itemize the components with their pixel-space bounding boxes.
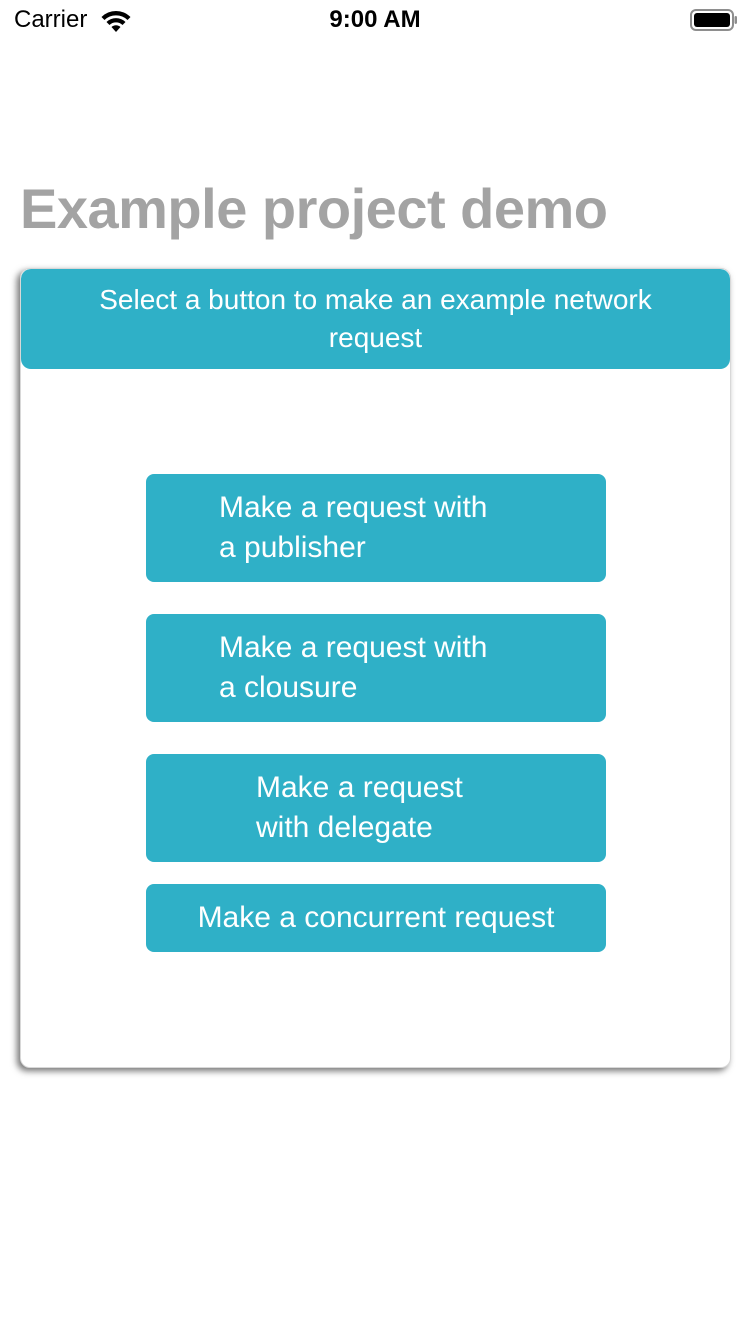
publisher-request-button[interactable]: Make a request with a publisher — [146, 474, 606, 582]
delegate-request-button-label: Make a request with delegate — [256, 771, 463, 844]
battery-icon — [690, 9, 737, 31]
wifi-icon — [101, 10, 131, 32]
carrier-label: Carrier — [14, 6, 88, 33]
status-bar: Carrier 9:00 AM — [0, 0, 750, 40]
page-title: Example project demo — [20, 177, 608, 240]
card-header-text: Select a button to make an example netwo… — [99, 284, 652, 353]
delegate-request-button[interactable]: Make a request with delegate — [146, 754, 606, 862]
closure-request-button[interactable]: Make a request with a clousure — [146, 614, 606, 722]
card-header: Select a button to make an example netwo… — [21, 269, 730, 369]
status-time: 9:00 AM — [329, 6, 421, 33]
request-card: Select a button to make an example netwo… — [20, 268, 731, 1068]
concurrent-request-button[interactable]: Make a concurrent request — [146, 884, 606, 952]
publisher-request-button-label: Make a request with a publisher — [219, 491, 488, 564]
concurrent-request-button-label: Make a concurrent request — [197, 901, 555, 934]
closure-request-button-label: Make a request with a clousure — [219, 631, 488, 704]
